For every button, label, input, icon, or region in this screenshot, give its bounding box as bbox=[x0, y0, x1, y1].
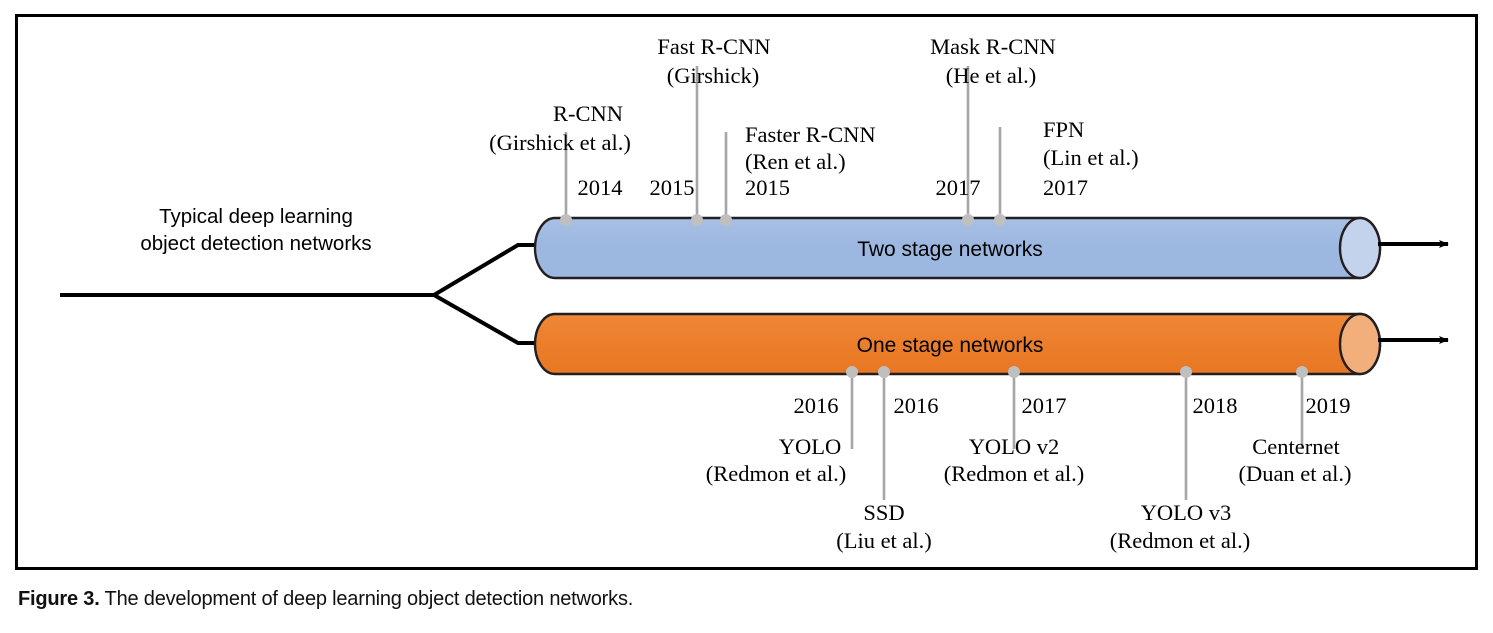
annotation-yolo: 2016 YOLO (Redmon et al.) bbox=[706, 393, 847, 486]
two-stage-leaders bbox=[560, 66, 1006, 226]
tick-dot-mask-r-cnn bbox=[962, 214, 974, 226]
annotation-centernet-year: 2019 bbox=[1306, 393, 1351, 418]
annotation-yolo-authors: (Redmon et al.) bbox=[706, 461, 847, 486]
two-stage-annotations: R-CNN (Girshick et al.) 2014 Fast R-CNN … bbox=[489, 34, 1139, 200]
annotation-faster-r-cnn-year: 2015 bbox=[745, 175, 790, 200]
root-label: Typical deep learning object detection n… bbox=[140, 205, 371, 255]
annotation-fast-r-cnn-year: 2015 bbox=[650, 175, 695, 200]
annotation-r-cnn-name: R-CNN bbox=[553, 101, 623, 126]
annotation-mask-r-cnn-year: 2017 bbox=[936, 175, 981, 200]
figure-caption: Figure 3. The development of deep learni… bbox=[18, 588, 633, 611]
figure-caption-text: The development of deep learning object … bbox=[99, 588, 634, 610]
tick-dot-yolo-v3 bbox=[1180, 366, 1192, 378]
annotation-fpn-year: 2017 bbox=[1043, 175, 1088, 200]
figure-caption-label: Figure 3. bbox=[18, 588, 100, 610]
tick-dot-fpn bbox=[994, 214, 1006, 226]
annotation-faster-r-cnn: Faster R-CNN (Ren et al.) 2015 bbox=[745, 122, 876, 200]
tick-dot-centernet bbox=[1296, 366, 1308, 378]
annotation-fpn: FPN (Lin et al.) 2017 bbox=[1043, 117, 1139, 200]
annotation-mask-r-cnn-authors: (He et al.) bbox=[946, 63, 1037, 88]
annotation-centernet-authors: (Duan et al.) bbox=[1238, 461, 1351, 486]
annotation-centernet: 2019 Centernet (Duan et al.) bbox=[1238, 393, 1351, 486]
annotation-ssd-year: 2016 bbox=[894, 393, 939, 418]
annotation-fast-r-cnn-authors: (Girshick) bbox=[667, 63, 759, 88]
tick-dot-faster-r-cnn bbox=[720, 214, 732, 226]
one-stage-cylinder-cap bbox=[1338, 312, 1382, 376]
annotation-ssd-name: SSD bbox=[863, 500, 904, 525]
two-stage-cylinder-cap bbox=[1338, 216, 1382, 280]
annotation-mask-r-cnn: Mask R-CNN (He et al.) 2017 bbox=[930, 34, 1056, 200]
annotation-fast-r-cnn-name: Fast R-CNN bbox=[657, 34, 770, 59]
annotation-yolo-v3: 2018 YOLO v3 (Redmon et al.) bbox=[1110, 393, 1251, 553]
annotation-yolo-v2-year: 2017 bbox=[1022, 393, 1067, 418]
two-stage-cylinder-group[interactable]: Two stage networks bbox=[533, 216, 1449, 280]
tick-dot-yolo bbox=[846, 366, 858, 378]
root-connector-group bbox=[60, 243, 545, 345]
branch-line-two-stage bbox=[432, 243, 545, 297]
annotation-fast-r-cnn: Fast R-CNN (Girshick) 2015 bbox=[650, 34, 771, 200]
annotation-yolo-v3-name: YOLO v3 bbox=[1141, 500, 1232, 525]
annotation-yolo-v2-name: YOLO v2 bbox=[969, 434, 1060, 459]
annotation-r-cnn-authors: (Girshick et al.) bbox=[489, 130, 631, 155]
annotation-yolo-name: YOLO bbox=[779, 434, 842, 459]
development-timeline-diagram: Typical deep learning object detection n… bbox=[60, 34, 1449, 553]
tick-dot-yolo-v2 bbox=[1008, 366, 1020, 378]
root-label-line-1: Typical deep learning bbox=[159, 205, 353, 228]
annotation-yolo-v3-authors: (Redmon et al.) bbox=[1110, 528, 1251, 553]
annotation-yolo-v3-year: 2018 bbox=[1193, 393, 1238, 418]
annotation-yolo-v2-authors: (Redmon et al.) bbox=[944, 461, 1085, 486]
annotation-r-cnn: R-CNN (Girshick et al.) 2014 bbox=[489, 101, 631, 200]
annotation-yolo-year: 2016 bbox=[794, 393, 839, 418]
root-label-line-2: object detection networks bbox=[140, 232, 371, 255]
tick-dot-r-cnn bbox=[560, 214, 572, 226]
annotation-fpn-authors: (Lin et al.) bbox=[1043, 145, 1139, 170]
annotation-faster-r-cnn-name: Faster R-CNN bbox=[745, 122, 876, 147]
tick-dot-fast-r-cnn bbox=[691, 214, 703, 226]
one-stage-annotations: 2016 YOLO (Redmon et al.) 2016 SSD (Liu … bbox=[706, 393, 1352, 553]
one-stage-cylinder-group[interactable]: One stage networks bbox=[533, 312, 1449, 376]
annotation-ssd: 2016 SSD (Liu et al.) bbox=[836, 393, 938, 553]
annotation-centernet-name: Centernet bbox=[1252, 434, 1340, 459]
annotation-fpn-name: FPN bbox=[1043, 117, 1084, 142]
figure-border bbox=[15, 14, 1478, 570]
annotation-faster-r-cnn-authors: (Ren et al.) bbox=[745, 149, 846, 174]
one-stage-label: One stage networks bbox=[857, 334, 1044, 357]
two-stage-label: Two stage networks bbox=[857, 238, 1043, 261]
tick-dot-ssd bbox=[878, 366, 890, 378]
annotation-r-cnn-year: 2014 bbox=[578, 175, 623, 200]
annotation-yolo-v2: 2017 YOLO v2 (Redmon et al.) bbox=[944, 393, 1085, 486]
branch-line-one-stage bbox=[433, 293, 545, 345]
annotation-mask-r-cnn-name: Mask R-CNN bbox=[930, 34, 1056, 59]
one-stage-leaders bbox=[846, 366, 1308, 500]
annotation-ssd-authors: (Liu et al.) bbox=[836, 528, 932, 553]
